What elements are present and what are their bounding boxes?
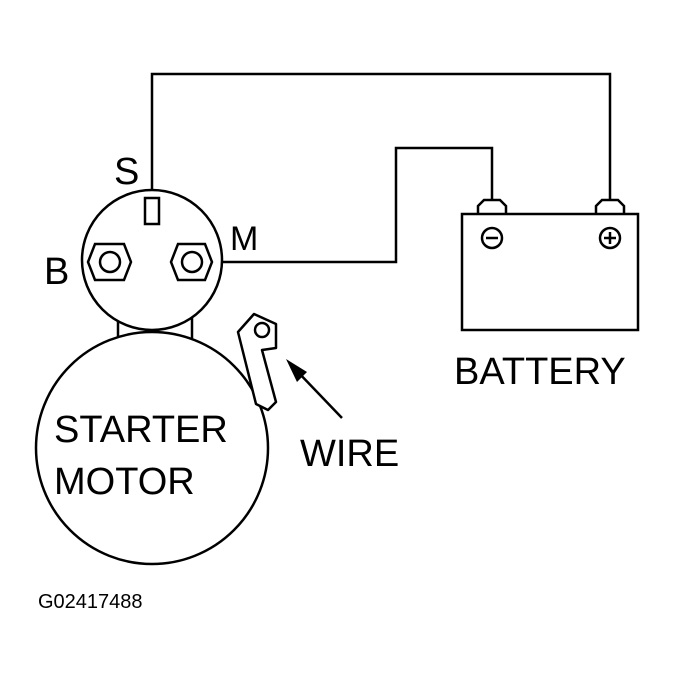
b-terminal-nut	[86, 242, 133, 282]
label-terminal-m: M	[230, 220, 258, 258]
wire-ring-terminal	[236, 312, 278, 412]
label-starter-line2: MOTOR	[54, 461, 195, 503]
s-to-positive-wire	[150, 72, 612, 200]
solenoid-body	[80, 188, 224, 332]
label-terminal-s: S	[114, 151, 139, 193]
battery	[460, 198, 640, 332]
minus-circle-icon	[480, 226, 504, 250]
wire-pointer-arrow	[286, 359, 343, 419]
m-terminal-nut	[169, 242, 214, 282]
m-to-negative-wire	[210, 146, 494, 264]
battery-positive-post	[594, 198, 626, 216]
label-terminal-b: B	[44, 251, 69, 293]
s-terminal	[143, 196, 161, 226]
plus-circle-icon	[598, 226, 622, 250]
figure-code: G02417488	[38, 591, 143, 613]
label-starter-line1: STARTER	[54, 409, 228, 451]
battery-negative-post	[476, 198, 508, 216]
label-wire: WIRE	[300, 433, 399, 475]
label-battery: BATTERY	[454, 351, 626, 393]
starter-motor-body	[34, 330, 270, 566]
